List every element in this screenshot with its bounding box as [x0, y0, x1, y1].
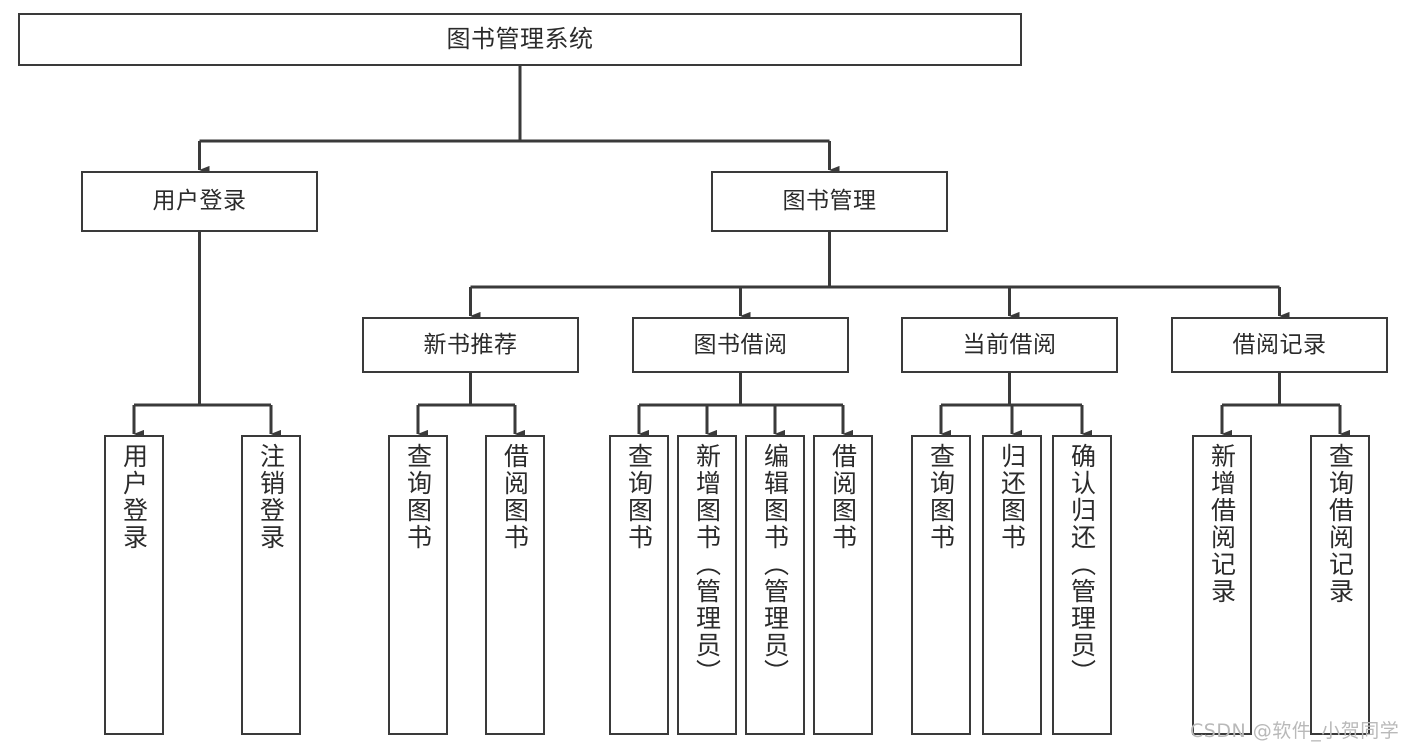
- node-current-borrow[interactable]: 当前借阅: [901, 317, 1118, 373]
- node-label: 编辑图书（管理员）: [760, 443, 790, 686]
- node-leaf-borrow-book-1[interactable]: 借阅图书: [485, 435, 545, 735]
- node-leaf-query-book-1[interactable]: 查询图书: [388, 435, 448, 735]
- node-label: 归还图书: [997, 443, 1027, 551]
- node-user-login[interactable]: 用户登录: [81, 171, 318, 232]
- node-label: 查询图书: [926, 443, 956, 551]
- node-label: 当前借阅: [962, 331, 1057, 358]
- node-leaf-user-logout[interactable]: 注销登录: [241, 435, 301, 735]
- node-root[interactable]: 图书管理系统: [18, 13, 1022, 66]
- node-leaf-query-book-3[interactable]: 查询图书: [911, 435, 971, 735]
- node-label: 图书管理: [782, 188, 877, 215]
- node-label: 新书推荐: [423, 331, 518, 358]
- node-book-manage[interactable]: 图书管理: [711, 171, 948, 232]
- node-leaf-user-login[interactable]: 用户登录: [104, 435, 164, 735]
- node-leaf-query-book-2[interactable]: 查询图书: [609, 435, 669, 735]
- node-label: 新增图书（管理员）: [692, 443, 722, 686]
- node-leaf-add-book[interactable]: 新增图书（管理员）: [677, 435, 737, 735]
- node-label: 图书管理系统: [446, 24, 594, 53]
- node-label: 图书借阅: [693, 331, 788, 358]
- node-label: 用户登录: [152, 188, 247, 215]
- node-label: 借阅记录: [1232, 331, 1327, 358]
- node-borrow-record[interactable]: 借阅记录: [1171, 317, 1388, 373]
- node-leaf-add-borrow-record[interactable]: 新增借阅记录: [1192, 435, 1252, 735]
- node-label: 用户登录: [119, 443, 149, 551]
- node-label: 查询图书: [624, 443, 654, 551]
- node-book-borrow[interactable]: 图书借阅: [632, 317, 849, 373]
- node-leaf-query-borrow-record[interactable]: 查询借阅记录: [1310, 435, 1370, 735]
- node-leaf-confirm-return[interactable]: 确认归还（管理员）: [1052, 435, 1112, 735]
- node-leaf-edit-book[interactable]: 编辑图书（管理员）: [745, 435, 805, 735]
- node-leaf-borrow-book-2[interactable]: 借阅图书: [813, 435, 873, 735]
- watermark: CSDN @软件_小贺同学: [1190, 720, 1400, 742]
- node-label: 借阅图书: [500, 443, 530, 551]
- node-new-book-recommend[interactable]: 新书推荐: [362, 317, 579, 373]
- node-leaf-return-book[interactable]: 归还图书: [982, 435, 1042, 735]
- node-label: 新增借阅记录: [1207, 443, 1237, 605]
- node-label: 确认归还（管理员）: [1067, 443, 1097, 686]
- node-label: 查询借阅记录: [1325, 443, 1355, 605]
- node-label: 查询图书: [403, 443, 433, 551]
- node-label: 注销登录: [256, 443, 286, 551]
- node-label: 借阅图书: [828, 443, 858, 551]
